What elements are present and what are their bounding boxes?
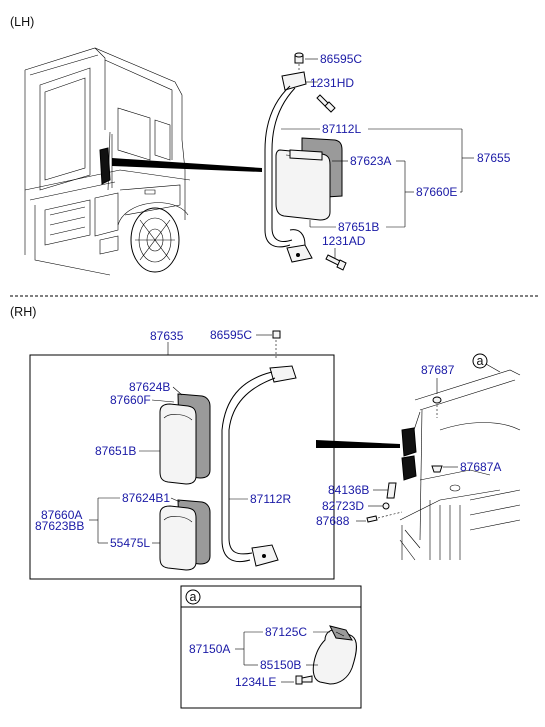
lh-cap-86595C[interactable] (294, 52, 304, 64)
label-87687A: 87687A (460, 460, 501, 474)
label-87623BB: 87623BB (35, 519, 84, 533)
label-87150A: 87150A (189, 642, 230, 656)
label-87688: 87688 (316, 514, 350, 528)
label-87651B-rh: 87651B (95, 444, 136, 458)
rh-mirror-on-truck (401, 411, 421, 481)
rh-truck-front-drawing (399, 369, 521, 561)
part-84136B[interactable] (386, 482, 397, 499)
lh-leader-lines (281, 128, 474, 258)
label-87624B1: 87624B1 (122, 491, 170, 505)
rh-upper-mirror (159, 393, 211, 485)
label-82723D: 82723D (322, 499, 364, 513)
lh-mirror-arm (264, 71, 313, 263)
detail-a-letter: a (190, 590, 197, 604)
lh-pointer-wedge (112, 158, 262, 172)
label-87660F: 87660F (110, 393, 151, 407)
label-87660E: 87660E (416, 185, 457, 199)
label-84136B: 84136B (328, 483, 369, 497)
label-85150B: 85150B (260, 658, 301, 672)
lh-bolt-1231AD (325, 254, 347, 271)
label-87125C: 87125C (265, 625, 307, 639)
label-87112L: 87112L (322, 122, 361, 136)
rh-pointer-wedge (316, 440, 400, 448)
callout-a-ref (472, 353, 488, 369)
label-86595C-lh: 86595C (320, 52, 362, 66)
lh-truck-cab-drawing (24, 47, 191, 276)
label-55475L: 55475L (110, 536, 150, 550)
label-1231AD: 1231AD (322, 234, 366, 248)
detail-a-bolt (295, 675, 313, 685)
label-1234LE: 1234LE (235, 675, 276, 689)
rh-lower-mirror (159, 499, 211, 571)
detail-a-leader-lines (235, 631, 330, 683)
label-87660A: 87660A (41, 508, 82, 522)
section-label-lh: (LH) (10, 15, 34, 29)
detail-a-callout (185, 589, 201, 605)
label-86595C-rh: 86595C (210, 328, 252, 342)
label-87112R: 87112R (250, 492, 291, 506)
callout-a-ref-letter: a (477, 354, 484, 368)
rh-assembly-box (29, 354, 335, 580)
section-label-rh: (RH) (10, 305, 36, 319)
rh-cap-86595C[interactable] (272, 330, 281, 339)
label-1231HD: 1231HD (310, 76, 354, 90)
label-87651B-lh: 87651B (338, 220, 379, 234)
label-87623A: 87623A (350, 154, 391, 168)
part-87687[interactable] (432, 396, 442, 404)
part-87687A[interactable] (431, 465, 443, 473)
detail-a-mirror (312, 625, 357, 685)
lh-mirror-housing (275, 137, 343, 221)
part-87688[interactable] (366, 515, 378, 523)
lh-mirror-on-truck (99, 131, 113, 191)
label-87635: 87635 (150, 329, 184, 343)
label-87655: 87655 (477, 151, 511, 165)
detail-a-box (180, 585, 362, 709)
label-87624B: 87624B (129, 380, 170, 394)
lh-bolt-1231HD (316, 94, 336, 113)
label-87687: 87687 (421, 363, 455, 377)
part-82723D[interactable] (382, 502, 390, 510)
rh-leader-lines (89, 386, 248, 544)
rh-mirror-arm (221, 365, 297, 567)
